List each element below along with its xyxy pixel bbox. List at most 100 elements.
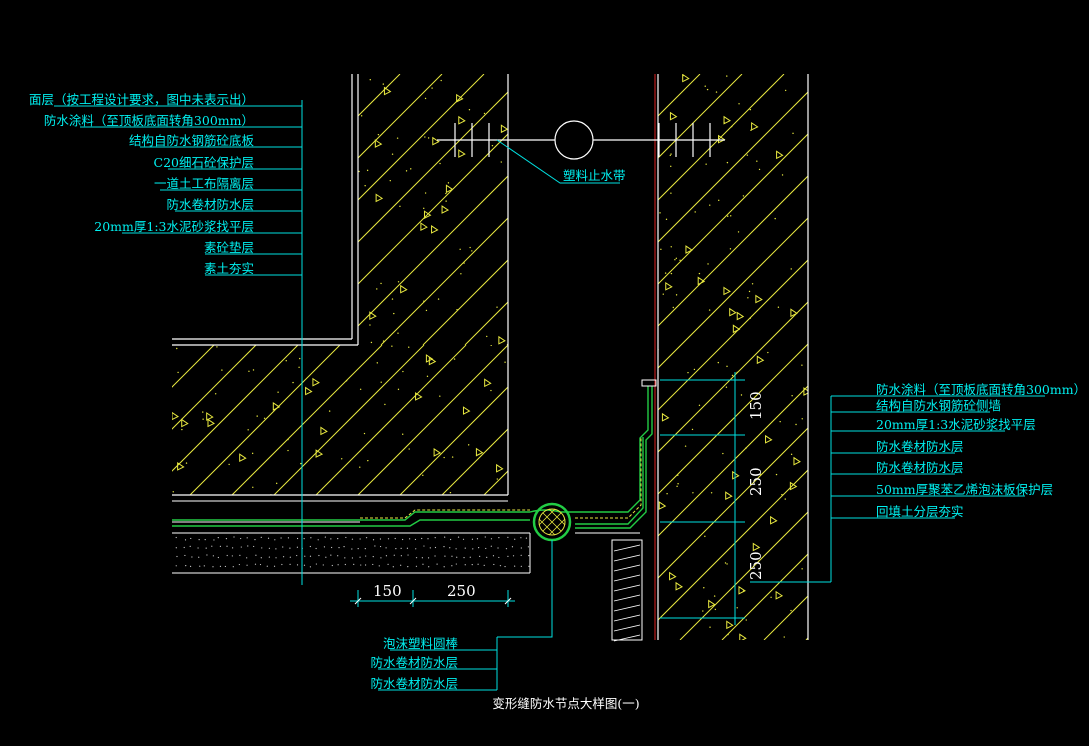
slab-dot xyxy=(450,538,452,541)
aggregate-mark xyxy=(177,461,185,471)
aggregate-dot xyxy=(228,463,230,466)
slab-dot xyxy=(528,565,530,567)
aggregate-mark xyxy=(661,412,670,422)
aggregate-dot xyxy=(292,381,294,384)
aggregate-mark xyxy=(675,581,684,591)
slab-dot xyxy=(421,557,423,559)
slab-dot xyxy=(246,537,248,539)
bottom-label-foam-rod: 泡沫塑料圆棒 xyxy=(383,636,459,651)
slab-dot xyxy=(451,565,453,567)
slab-dot xyxy=(359,556,361,558)
slab-dot xyxy=(287,537,290,539)
aggregate-mark xyxy=(729,307,737,317)
aggregate-dot xyxy=(287,449,289,452)
aggregate-dot xyxy=(726,75,728,77)
slab-dot xyxy=(372,539,375,541)
foam-hatch-line xyxy=(613,604,641,612)
aggregate-dot xyxy=(783,636,785,638)
aggregate-dot xyxy=(730,125,733,128)
aggregate-mark xyxy=(775,590,784,600)
slab-dot xyxy=(444,555,446,557)
slab-dot xyxy=(406,547,409,549)
slab-dot xyxy=(331,564,333,567)
slab-dot xyxy=(464,564,466,566)
hatch-line xyxy=(464,301,508,345)
aggregate-dot xyxy=(496,478,498,480)
slab-dot xyxy=(498,556,500,559)
left-label-leveling-mortar: 20mm厚1:3水泥砂浆找平层 xyxy=(94,219,254,234)
slab-dot xyxy=(374,545,376,547)
aggregate-mark xyxy=(723,115,732,125)
slab-dot xyxy=(428,566,430,568)
aggregate-dot xyxy=(779,420,781,423)
aggregate-dot xyxy=(736,371,738,374)
slab-dot xyxy=(282,556,285,558)
aggregate-dot xyxy=(717,361,720,364)
slab-dot xyxy=(289,563,291,566)
aggregate-mark xyxy=(793,456,801,466)
right-label-backfill: 回填土分层夯实 xyxy=(876,504,964,519)
slab-dot xyxy=(455,563,457,565)
dim-horizontal-150: 150 xyxy=(373,582,402,600)
aggregate-dot xyxy=(687,371,689,374)
aggregate-mark xyxy=(739,633,747,640)
aggregate-dot xyxy=(666,493,668,495)
aggregate-dot xyxy=(397,281,400,283)
slab-dot xyxy=(259,563,262,566)
slab-dot xyxy=(175,565,177,567)
aggregate-dot xyxy=(299,357,301,360)
hatch-line xyxy=(658,427,808,579)
aggregate-mark xyxy=(682,74,690,83)
slab-dot xyxy=(253,545,255,548)
aggregate-dot xyxy=(382,340,385,342)
left-label-c20-protection: C20细石砼保护层 xyxy=(154,155,254,170)
slab-dot xyxy=(184,554,186,557)
waterstop-leader xyxy=(496,139,620,184)
aggregate-mark xyxy=(400,284,408,294)
aggregate-dot xyxy=(670,192,672,194)
aggregate-dot xyxy=(359,466,361,468)
aggregate-dot xyxy=(221,369,223,371)
aggregate-dot xyxy=(256,415,258,417)
aggregate-mark xyxy=(751,121,759,131)
hatch-line xyxy=(591,74,862,345)
aggregate-dot xyxy=(781,493,783,496)
aggregate-dot xyxy=(176,347,178,350)
slab-dot xyxy=(185,564,187,567)
hatch-line xyxy=(658,217,808,369)
aggregate-dot xyxy=(453,358,456,360)
aggregate-dot xyxy=(790,453,793,456)
aggregate-dot xyxy=(423,300,425,302)
slab-dot xyxy=(232,566,234,568)
aggregate-dot xyxy=(285,360,287,362)
slab-dot xyxy=(240,537,242,540)
aggregate-dot xyxy=(370,341,373,344)
slab-dot xyxy=(471,564,473,566)
slab-dot xyxy=(520,565,522,567)
hatch-line xyxy=(721,553,808,640)
foam-hatch-line xyxy=(613,554,641,562)
aggregate-dot xyxy=(251,452,254,455)
bottom-label-membrane-2: 防水卷材防水层 xyxy=(370,676,458,691)
slab-dot xyxy=(353,563,355,565)
slab-dot xyxy=(260,536,262,538)
aggregate-dot xyxy=(369,78,371,81)
slab-dot xyxy=(344,563,346,566)
hatch-line xyxy=(358,74,485,201)
aggregate-dot xyxy=(490,345,492,346)
aggregate-dot xyxy=(708,309,711,311)
slab-dot xyxy=(415,565,418,567)
aggregate-dot xyxy=(748,290,751,293)
slab-dot xyxy=(486,556,488,559)
aggregate-dot xyxy=(252,369,255,371)
slab-dot xyxy=(175,536,177,539)
aggregate-mark xyxy=(732,324,741,334)
aggregate-mark xyxy=(456,93,464,103)
aggregate-mark xyxy=(726,620,734,630)
aggregate-dot xyxy=(736,607,738,609)
slab-dot xyxy=(395,548,397,550)
aggregate-dot xyxy=(402,370,404,373)
slab-dot xyxy=(372,556,374,558)
aggregate-dot xyxy=(703,587,705,589)
slab-dot xyxy=(507,555,509,557)
